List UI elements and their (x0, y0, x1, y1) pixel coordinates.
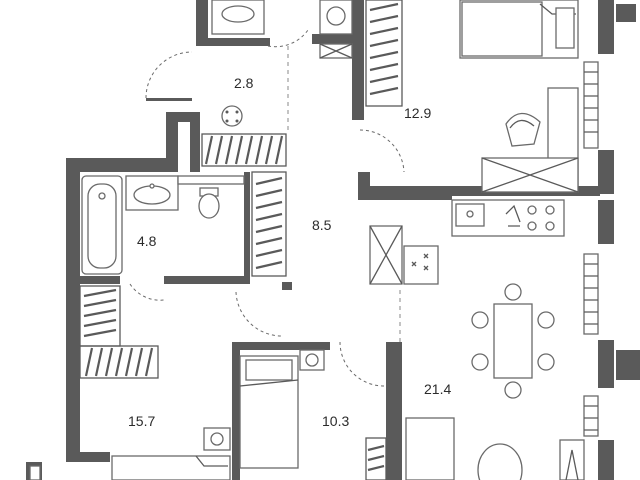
washbasin-top-icon (211, 0, 265, 35)
room-area-bedroom-top: 12.9 (404, 105, 431, 121)
room-area-living-kitchen: 21.4 (424, 381, 451, 397)
wardrobe-bedroom-middle (365, 437, 387, 480)
room-area-corridor: 8.5 (312, 217, 332, 233)
dashed-partitions (287, 46, 401, 342)
room-area-hall: 2.8 (234, 75, 254, 91)
single-bed-icon (239, 355, 299, 469)
coffee-table-icon (477, 443, 523, 480)
wardrobe-corridor (251, 171, 287, 277)
doors (129, 29, 405, 387)
toilet-icon (177, 175, 245, 219)
dining-table-icon (471, 283, 555, 399)
washbasin-icon (125, 175, 179, 211)
armchair-icon (405, 417, 455, 480)
room-area-bedroom-left: 15.7 (128, 413, 155, 429)
dishwasher-icon (403, 245, 439, 285)
kitchen-counter (451, 199, 565, 237)
chair-icon (505, 112, 541, 147)
windows (29, 61, 599, 480)
bed-bottom-icon (111, 455, 231, 480)
desk-icon (481, 87, 579, 193)
washer-small-icon (299, 349, 325, 371)
room-labels: 2.8 12.9 4.8 8.5 21.4 15.7 10.3 (128, 75, 451, 429)
bathtub-icon (81, 175, 123, 275)
washing-machine-icon (319, 0, 353, 35)
wardrobe-bedroom-left-b (79, 345, 159, 379)
double-bed-icon (459, 0, 579, 59)
wardrobe-bedroom-top (365, 0, 403, 107)
room-area-bedroom-middle: 10.3 (322, 413, 349, 429)
wardrobe-bedroom-left-a (79, 285, 121, 347)
boiler-box-icon (319, 43, 353, 59)
nightstand-icon (203, 427, 231, 451)
wardrobe-hall (201, 133, 287, 167)
room-area-bathroom: 4.8 (137, 233, 157, 249)
tv-unit-icon (559, 439, 585, 480)
ventilation-icon (221, 105, 243, 127)
fridge-icon (369, 225, 403, 285)
